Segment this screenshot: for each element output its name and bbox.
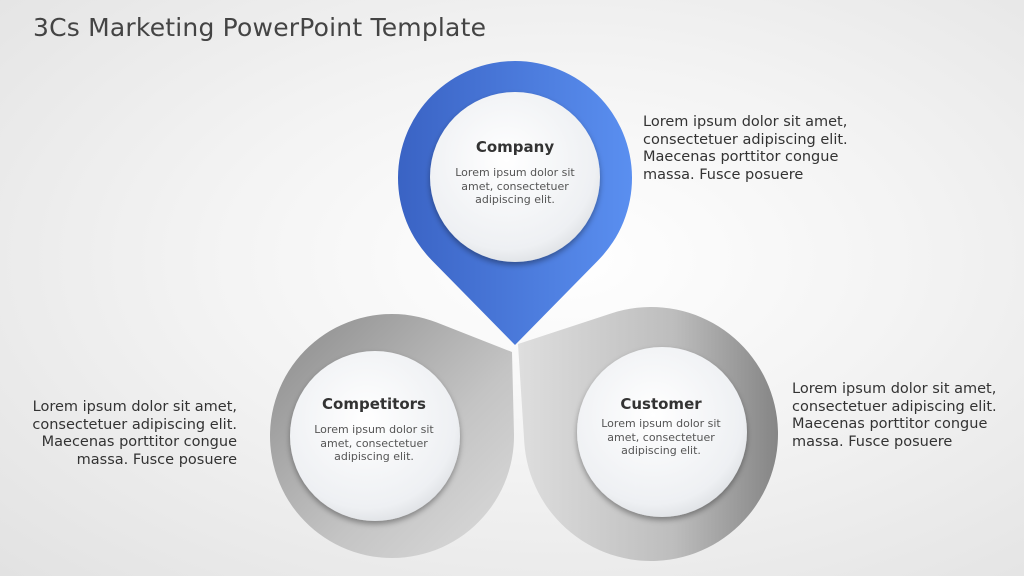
text-line: massa. Fusce posuere — [792, 433, 953, 450]
body-line: Lorem ipsum dolor sit — [455, 166, 575, 179]
customer-body: Lorem ipsum dolor sit amet, consectetuer… — [576, 417, 746, 458]
text-line: Lorem ipsum dolor sit amet, — [792, 381, 997, 397]
text-line: massa. Fusce posuere — [643, 166, 804, 183]
body-line: adipiscing elit. — [621, 444, 701, 457]
customer-node: Customer Lorem ipsum dolor sit amet, con… — [576, 395, 746, 458]
competitors-plate — [290, 351, 460, 521]
text-line: Maecenas porttitor congue — [792, 416, 988, 432]
competitors-body: Lorem ipsum dolor sit amet, consectetuer… — [289, 423, 459, 464]
customer-description: Lorem ipsum dolor sit amet, consectetuer… — [792, 381, 1024, 451]
company-plate — [430, 92, 600, 262]
text-line: Maecenas porttitor congue — [41, 434, 237, 450]
text-line: consectetuer adipiscing elit. — [643, 131, 848, 148]
text-line: consectetuer adipiscing elit. — [792, 398, 997, 415]
body-line: adipiscing elit. — [475, 193, 555, 206]
body-line: Lorem ipsum dolor sit — [601, 417, 721, 430]
text-line: Maecenas porttitor congue — [643, 149, 839, 165]
body-line: adipiscing elit. — [334, 450, 414, 463]
competitors-node: Competitors Lorem ipsum dolor sit amet, … — [289, 395, 459, 464]
body-line: amet, consectetuer — [320, 436, 428, 450]
customer-heading: Customer — [620, 395, 702, 413]
text-line: Lorem ipsum dolor sit amet, — [32, 399, 237, 415]
body-line: amet, consectetuer — [461, 179, 569, 193]
text-line: consectetuer adipiscing elit. — [32, 416, 237, 433]
company-node: Company Lorem ipsum dolor sit amet, cons… — [430, 138, 600, 207]
company-description: Lorem ipsum dolor sit amet, consectetuer… — [643, 114, 883, 184]
company-body: Lorem ipsum dolor sit amet, consectetuer… — [430, 166, 600, 207]
body-line: Lorem ipsum dolor sit — [314, 423, 434, 436]
customer-plate — [577, 347, 747, 517]
competitors-description: Lorem ipsum dolor sit amet, consectetuer… — [0, 399, 237, 469]
body-line: amet, consectetuer — [607, 430, 715, 444]
slide-title: 3Cs Marketing PowerPoint Template — [33, 13, 487, 42]
text-line: massa. Fusce posuere — [76, 451, 237, 468]
text-line: Lorem ipsum dolor sit amet, — [643, 114, 848, 130]
company-heading: Company — [475, 138, 555, 156]
competitors-heading: Competitors — [322, 395, 426, 413]
